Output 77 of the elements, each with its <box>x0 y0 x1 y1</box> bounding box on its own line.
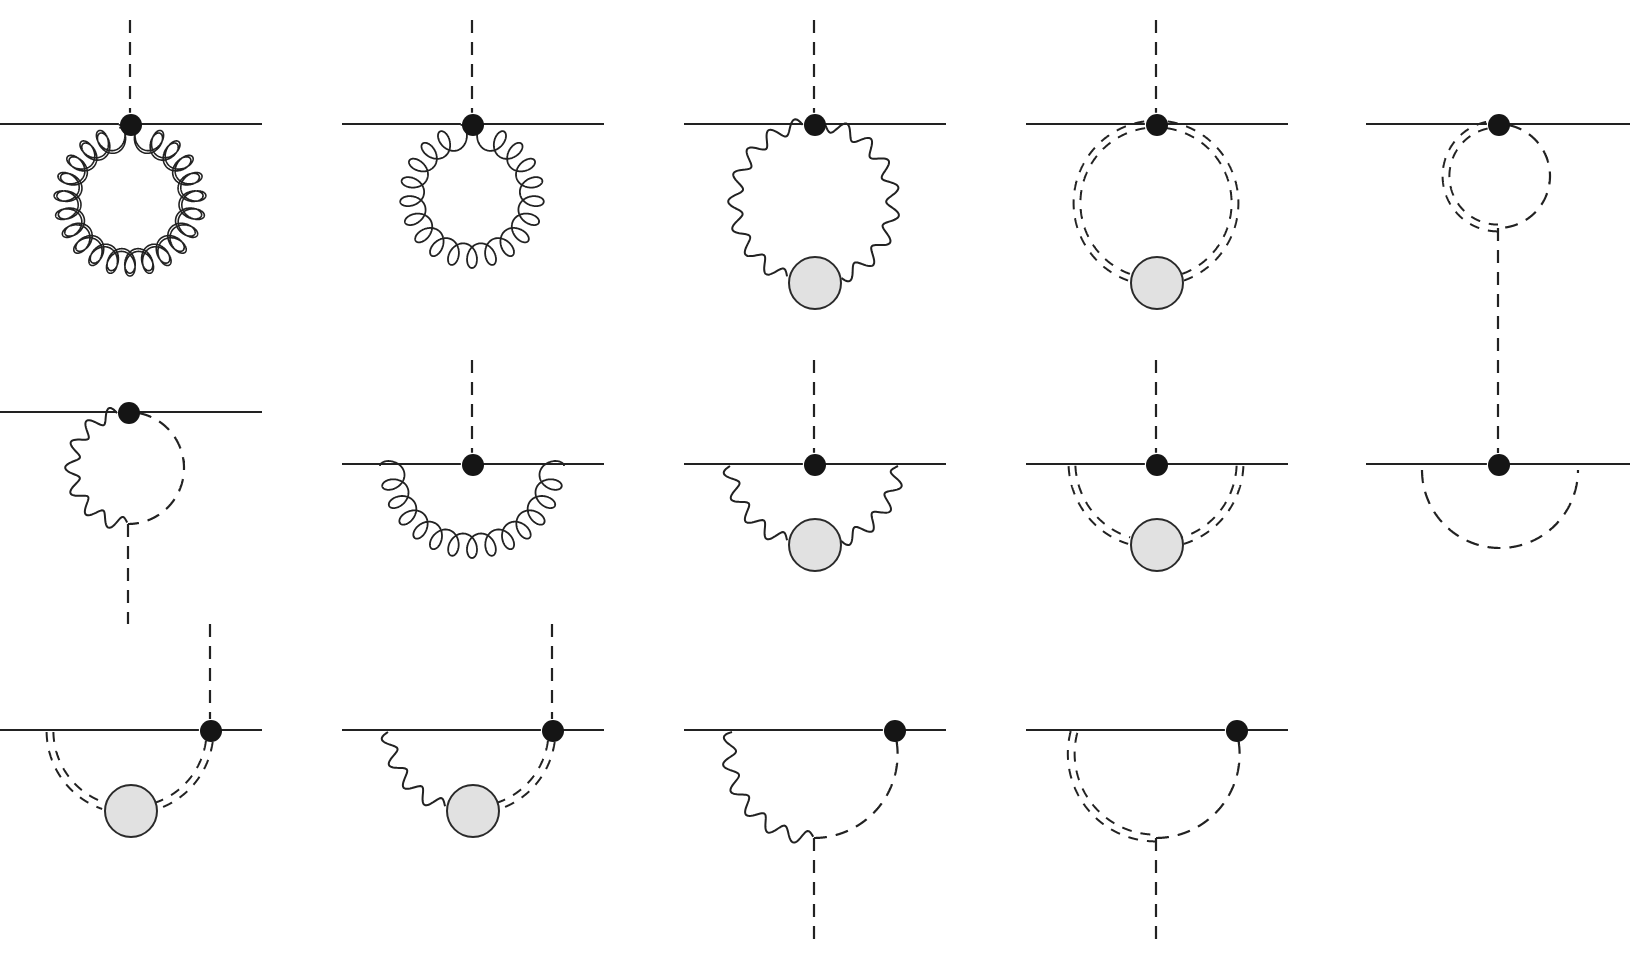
dashed-line <box>550 623 554 720</box>
wavy-line <box>824 122 900 283</box>
blob-circle <box>445 783 499 837</box>
vertex-dot <box>199 719 221 741</box>
vertex-dot <box>883 719 905 741</box>
vertex-dot <box>803 113 825 135</box>
blob-circle <box>103 783 157 837</box>
double-dashed-line <box>1072 120 1147 282</box>
wavy-line <box>380 731 447 808</box>
dashed-line <box>470 19 474 114</box>
solid-line <box>1508 122 1631 126</box>
wavy-line <box>727 118 804 278</box>
double-coiled-line <box>53 124 207 277</box>
double-dashed-line <box>154 739 214 810</box>
solid-line <box>0 410 118 414</box>
solid-line <box>0 728 200 732</box>
double-dashed-line <box>1441 120 1499 233</box>
solid-line <box>1166 122 1289 126</box>
vertex-dot <box>117 401 139 423</box>
solid-line <box>0 122 120 126</box>
double-dashed-line <box>496 739 556 810</box>
double-dashed-line <box>1165 120 1240 282</box>
dashed-line <box>127 412 186 526</box>
solid-line <box>482 122 605 126</box>
solid-line <box>1246 728 1289 732</box>
solid-line <box>482 462 605 466</box>
solid-line <box>138 410 263 414</box>
blob-circle <box>1129 517 1183 571</box>
vertex-dot <box>1145 113 1167 135</box>
solid-line <box>824 122 947 126</box>
solid-line <box>683 462 804 466</box>
blob-circle <box>1129 255 1183 309</box>
solid-line <box>1365 122 1488 126</box>
dashed-line <box>1496 227 1500 454</box>
solid-line <box>341 122 462 126</box>
solid-line <box>562 728 605 732</box>
vertex-dot <box>1225 719 1247 741</box>
dashed-line <box>1154 359 1158 454</box>
coiled-line <box>399 124 545 269</box>
vertex-dot <box>803 453 825 475</box>
solid-line <box>140 122 263 126</box>
solid-line <box>1025 728 1226 732</box>
dashed-line <box>1155 739 1241 840</box>
solid-line <box>683 122 804 126</box>
dashed-line <box>470 359 474 454</box>
solid-line <box>904 728 947 732</box>
solid-line <box>824 462 947 466</box>
dashed-line <box>208 623 212 720</box>
solid-line <box>341 462 462 466</box>
vertex-dot <box>1145 453 1167 475</box>
dashed-line <box>813 739 899 840</box>
double-dashed-line <box>45 730 106 810</box>
wavy-line <box>722 465 789 542</box>
solid-line <box>683 728 884 732</box>
double-dashed-line <box>1067 464 1132 545</box>
wavy-line <box>840 465 903 547</box>
solid-line <box>341 728 542 732</box>
vertex-dot <box>461 453 483 475</box>
dashed-line <box>812 19 816 114</box>
blob-circle <box>787 517 841 571</box>
dashed-line <box>1154 19 1158 114</box>
wavy-line <box>64 406 129 529</box>
vertex-dot <box>1487 113 1509 135</box>
solid-line <box>1025 462 1146 466</box>
blob-circle <box>787 255 841 309</box>
vertex-dot <box>1487 453 1509 475</box>
solid-line <box>220 728 264 732</box>
solid-line <box>1508 462 1631 466</box>
solid-line <box>1365 462 1488 466</box>
solid-line <box>1025 122 1146 126</box>
dashed-line <box>812 359 816 454</box>
vertex-dot <box>119 113 141 135</box>
vertex-dot <box>541 719 563 741</box>
vertex-dot <box>461 113 483 135</box>
dashed-line <box>128 19 132 114</box>
solid-line <box>1166 462 1289 466</box>
double-dashed-line <box>1180 464 1245 545</box>
